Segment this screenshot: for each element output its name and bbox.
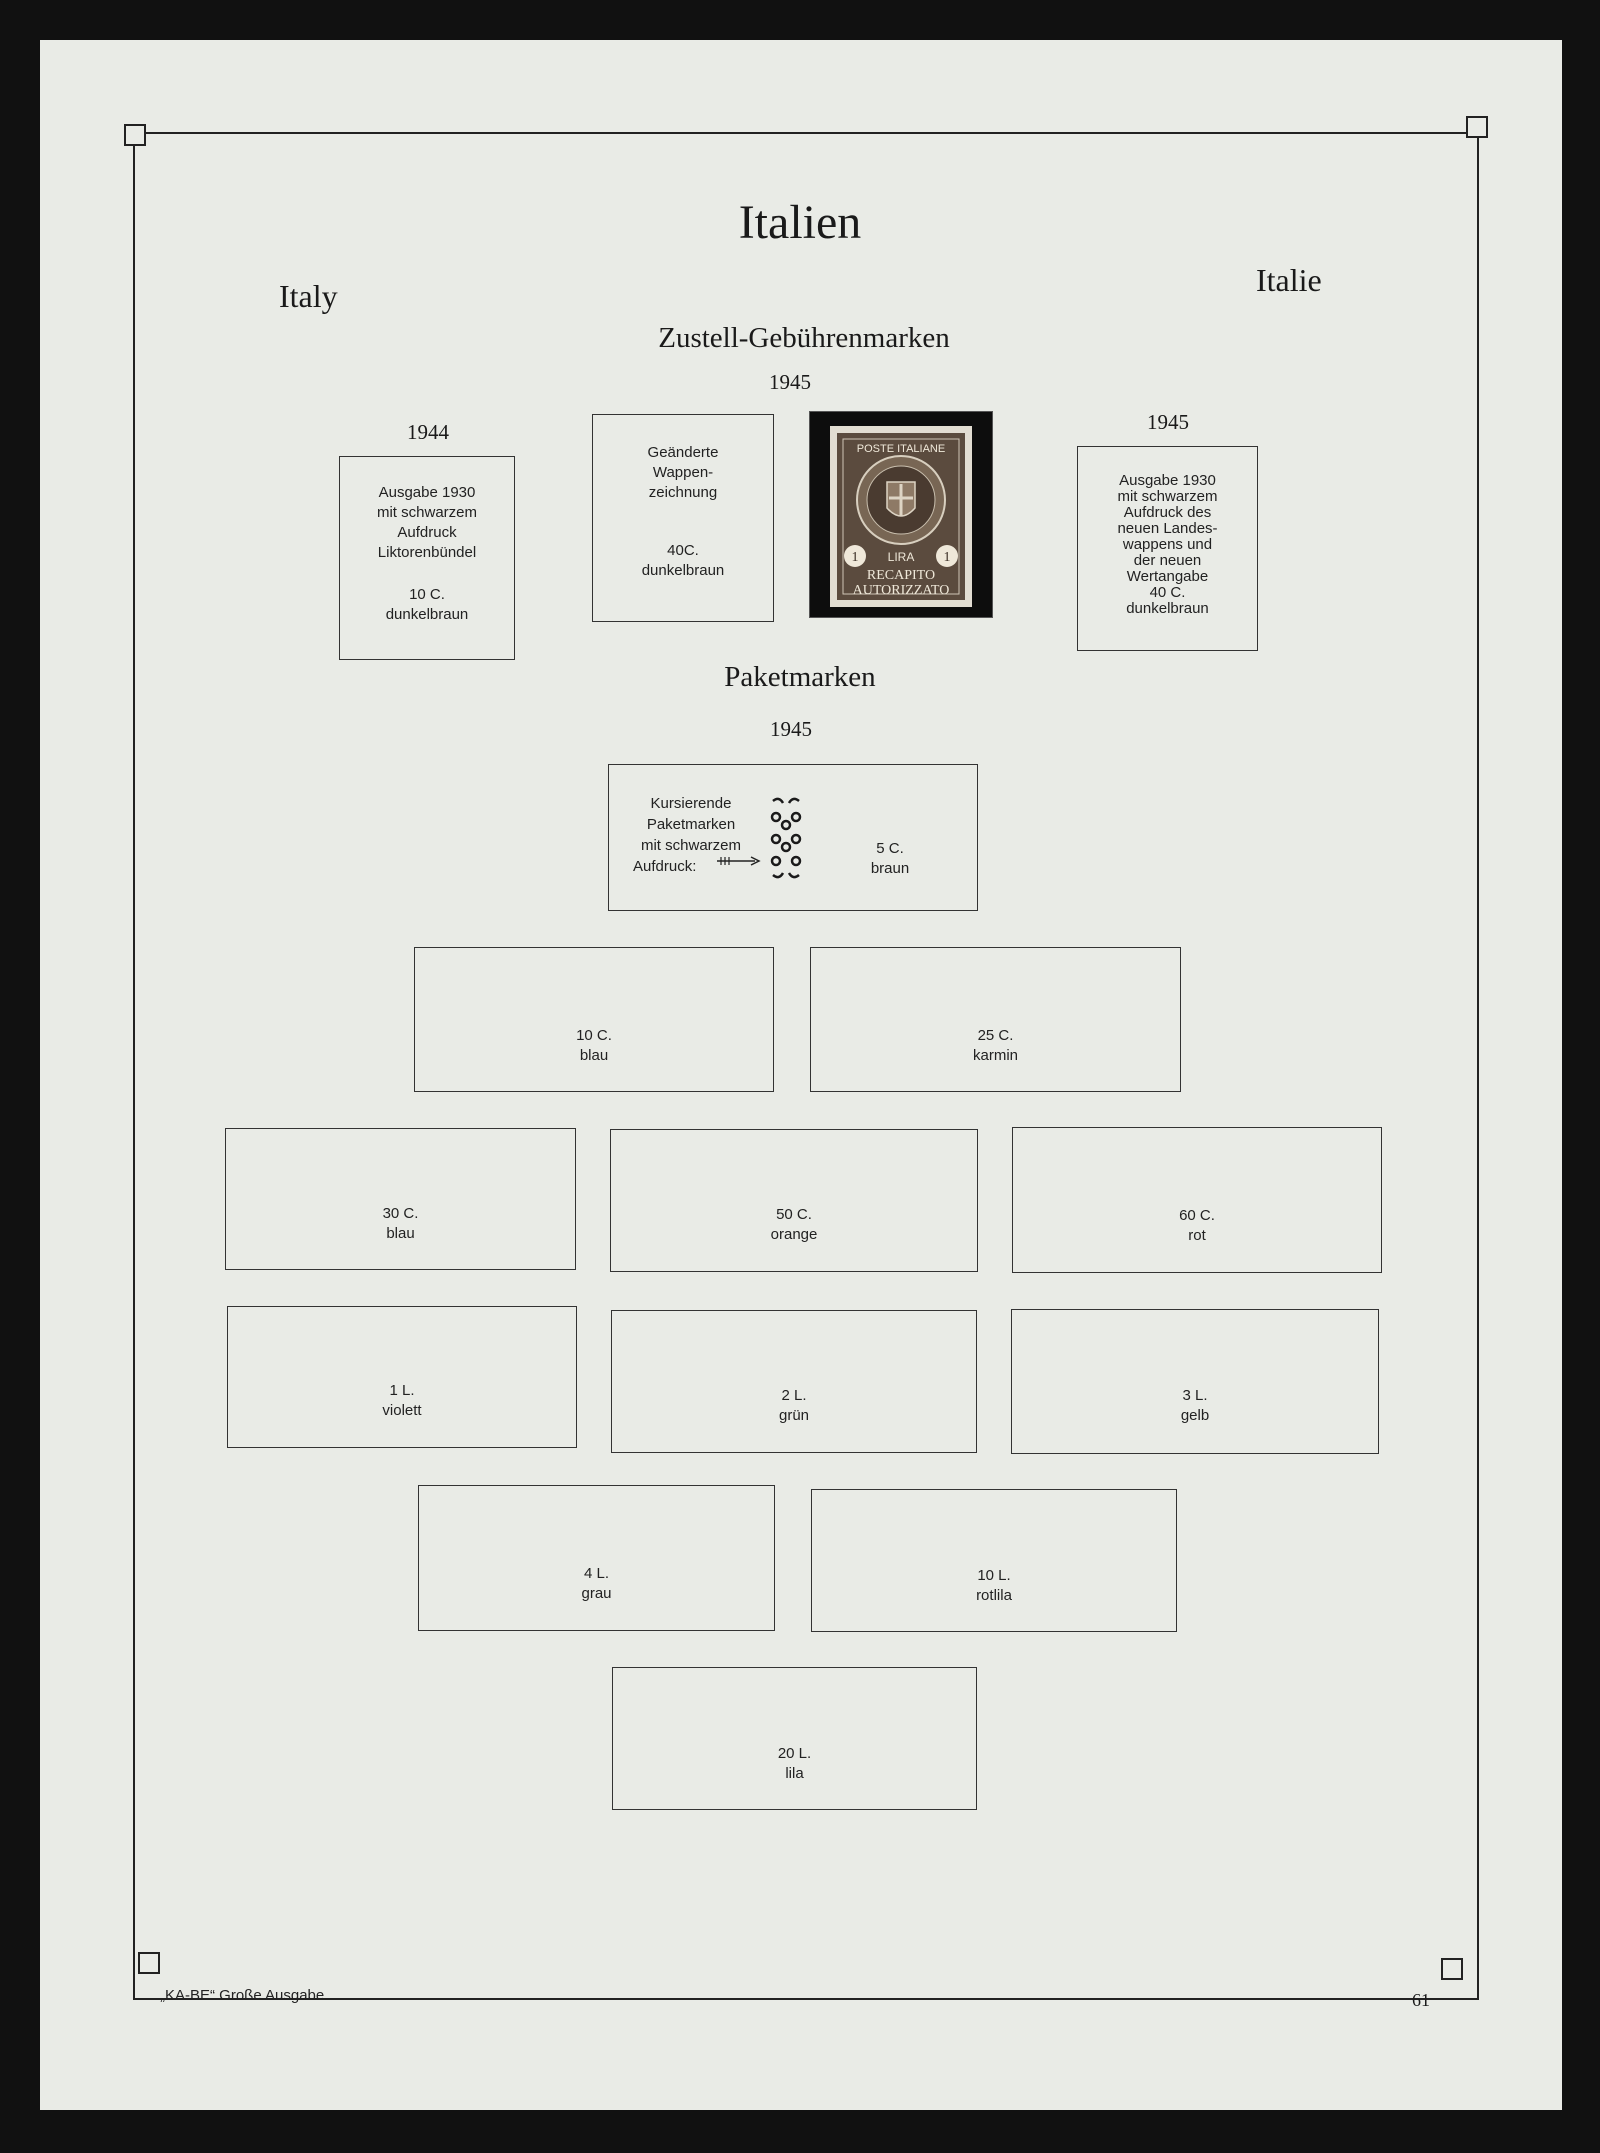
stamp-recapito-autorizzato: POSTE ITALIANE 1 1 LIRA RECAPITO AUTORIZ… [830,426,972,607]
frame-corner-bottom-right [1441,1958,1463,1980]
parcel-intro-value: 5 C. braun [870,840,910,877]
section-heading-parcel: Paketmarken [724,661,876,693]
frame-corner-top-right [1466,116,1488,138]
parcel-slot-10l: 10 L.rotlila [811,1489,1177,1632]
stamp-bottom-line-1: RECAPITO [867,568,935,583]
page-title: Italien [738,196,862,249]
frame-corner-top-left [124,124,146,146]
stamp-slot-changed-arms: Geänderte Wappen- zeichnung 40C. dunkelb… [592,414,774,622]
stamp-slot-1945-new-arms: Ausgabe 1930 mit schwarzem Aufdruck des … [1077,446,1258,651]
slot-label: Geänderte Wappen- zeichnung 40C. dunkelb… [641,444,725,579]
page-border [133,132,1479,2000]
slot-label: Ausgabe 1930 mit schwarzem Aufdruck des … [1117,472,1218,617]
parcel-slot-60c: 60 C.rot [1012,1127,1382,1273]
stamp-mount: POSTE ITALIANE 1 1 LIRA RECAPITO AUTORIZ… [809,411,993,618]
parcel-slot-2l: 2 L.grün [611,1310,977,1453]
parcel-slot-1l: 1 L.violett [227,1306,577,1448]
year-1945-right: 1945 [1147,410,1189,434]
stamp-value-left: 1 [852,550,859,565]
frame-corner-bottom-left [138,1952,160,1974]
year-1944: 1944 [407,420,449,444]
year-1945-main: 1945 [769,370,811,394]
overprint-ornament-icon [770,797,802,879]
slot-label: Ausgabe 1930 mit schwarzem Aufdruck Likt… [376,484,477,623]
parcel-slot-3l: 3 L.gelb [1011,1309,1379,1454]
parcel-intro-text: Kursierende Paketmarken mit schwarzem Au… [633,795,741,875]
parcel-slot-20l: 20 L.lila [612,1667,977,1810]
stamp-top-text: POSTE ITALIANE [857,443,945,455]
stamp-value-text: LIRA [888,550,915,564]
parcel-intro-slot: Kursierende Paketmarken mit schwarzem Au… [608,764,978,911]
stamp-slot-1944: Ausgabe 1930 mit schwarzem Aufdruck Likt… [339,456,515,660]
stamp-bottom-line-2: AUTORIZZATO [853,583,950,598]
parcel-slot-25c: 25 C.karmin [810,947,1181,1092]
album-page [40,40,1562,2110]
parcel-slot-10c: 10 C.blau [414,947,774,1092]
section-heading-delivery: Zustell-Gebührenmarken [658,322,950,354]
title-english: Italy [279,278,338,314]
title-french: Italie [1256,262,1322,298]
parcel-slot-50c: 50 C.orange [610,1129,978,1272]
page-number: 61 [1412,1990,1430,2010]
publisher-footer: „KA-BE“ Große Ausgabe [160,1987,325,2004]
year-1945-parcel: 1945 [770,717,812,741]
stamp-value-right: 1 [944,550,951,565]
overprint-arrow-icon [717,856,761,866]
parcel-slot-4l: 4 L.grau [418,1485,775,1631]
parcel-slot-30c: 30 C.blau [225,1128,576,1270]
